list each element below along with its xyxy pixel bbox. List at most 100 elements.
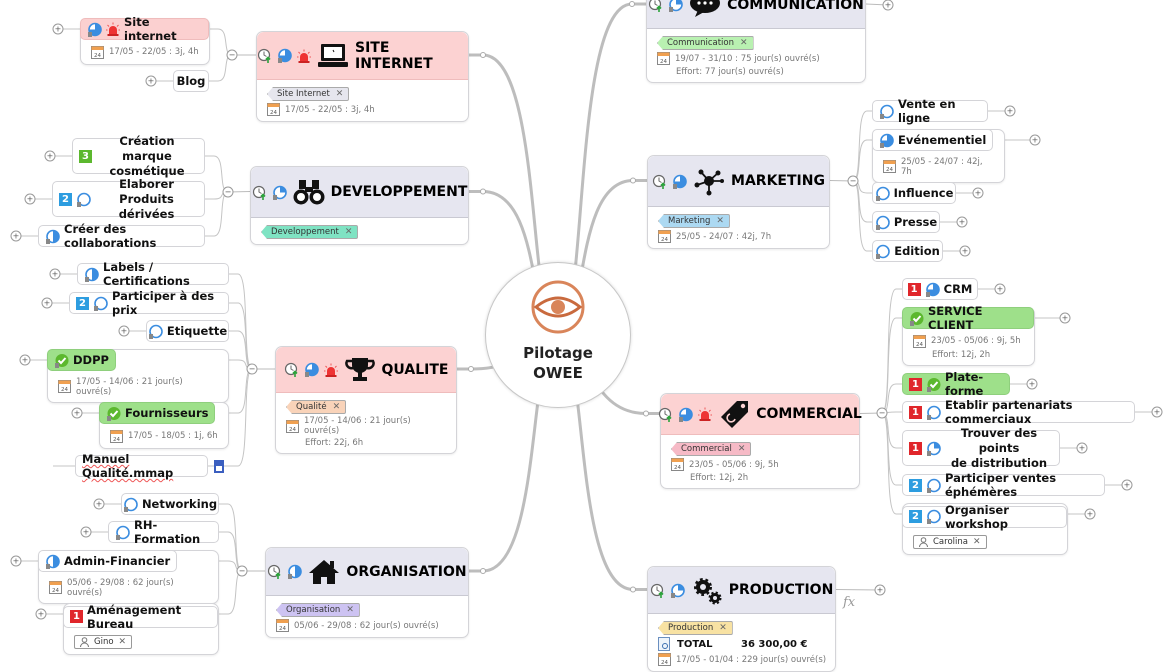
- subtopic-manuel[interactable]: Manuel Qualité.mmap: [75, 452, 224, 480]
- remove-tag-icon[interactable]: ✕: [332, 402, 341, 412]
- collapse-button[interactable]: −: [246, 363, 258, 375]
- topic-header[interactable]: Fournisseurs: [99, 402, 216, 424]
- expand-button[interactable]: +: [24, 193, 36, 205]
- resource-chip[interactable]: Carolina✕: [913, 534, 987, 549]
- subtopic-rh[interactable]: RH-Formation: [108, 518, 219, 546]
- resource-chip[interactable]: Gino✕: [74, 634, 133, 649]
- topic-header[interactable]: Edition: [872, 240, 943, 262]
- subtopic-infl[interactable]: Influence: [872, 182, 956, 204]
- expand-button[interactable]: +: [972, 187, 984, 199]
- category-tag[interactable]: Developpement✕: [261, 225, 359, 239]
- expand-button[interactable]: +: [956, 216, 968, 228]
- remove-tag-icon[interactable]: ✕: [740, 38, 748, 48]
- expand-button[interactable]: +: [882, 0, 894, 11]
- topic-header[interactable]: SITE INTERNET: [257, 32, 468, 80]
- expand-button[interactable]: +: [49, 268, 61, 280]
- remove-tag-icon[interactable]: ✕: [344, 227, 353, 237]
- topic-header[interactable]: RH-Formation: [108, 518, 219, 546]
- topic-header[interactable]: Site internet: [80, 15, 209, 43]
- central-topic[interactable]: Pilotage OWEE: [485, 262, 631, 408]
- subtopic-vente[interactable]: Vente en ligne: [872, 97, 988, 125]
- topic-header[interactable]: Labels / Certifications: [77, 260, 229, 288]
- remove-resource-icon[interactable]: ✕: [972, 536, 981, 547]
- remove-tag-icon[interactable]: ✕: [716, 216, 724, 226]
- topic-header[interactable]: Admin-Financier: [38, 550, 178, 572]
- topic-header[interactable]: COMMUNICATION: [647, 0, 865, 29]
- category-tag[interactable]: Qualité✕: [286, 400, 347, 414]
- expand-button[interactable]: +: [959, 245, 971, 257]
- topic-header[interactable]: DEVELOPPEMENT: [251, 167, 468, 218]
- expand-button[interactable]: +: [118, 325, 130, 337]
- topic-header[interactable]: Manuel Qualité.mmap: [75, 452, 208, 480]
- expand-button[interactable]: +: [1084, 508, 1096, 520]
- expand-button[interactable]: +: [874, 584, 886, 596]
- collapse-button[interactable]: −: [876, 407, 888, 419]
- topic-header[interactable]: ORGANISATION: [266, 548, 468, 596]
- topic-header[interactable]: Presse: [872, 211, 940, 233]
- expand-button[interactable]: +: [93, 498, 105, 510]
- expand-button[interactable]: +: [1076, 442, 1088, 454]
- topic-header[interactable]: PRODUCTION: [648, 567, 835, 614]
- category-tag[interactable]: Commercial✕: [671, 442, 752, 456]
- main-topic-dev[interactable]: DEVELOPPEMENT Developpement✕: [250, 166, 469, 245]
- collapse-button[interactable]: −: [226, 49, 238, 61]
- expand-button[interactable]: +: [1026, 378, 1038, 390]
- expand-button[interactable]: +: [44, 150, 56, 162]
- expand-button[interactable]: +: [41, 297, 53, 309]
- remove-tag-icon[interactable]: ✕: [335, 89, 344, 99]
- expand-button[interactable]: +: [994, 283, 1006, 295]
- subtopic-edition[interactable]: Edition: [872, 240, 943, 262]
- subtopic-collab[interactable]: Créer des collaborations: [38, 222, 205, 250]
- topic-header[interactable]: Blog: [173, 70, 209, 92]
- subtopic-network[interactable]: Networking: [121, 493, 219, 515]
- topic-header[interactable]: Vente en ligne: [872, 97, 988, 125]
- expand-button[interactable]: +: [145, 75, 157, 87]
- topic-header[interactable]: Influence: [872, 182, 956, 204]
- category-tag[interactable]: Production✕: [658, 621, 733, 635]
- topic-header[interactable]: Networking: [121, 493, 219, 515]
- expand-button[interactable]: +: [80, 526, 92, 538]
- topic-header[interactable]: QUALITE: [276, 347, 456, 393]
- topic-header[interactable]: Etiquette: [146, 320, 229, 342]
- expand-button[interactable]: +: [10, 230, 22, 242]
- subtopic-blog[interactable]: Blog: [173, 70, 209, 92]
- remove-tag-icon[interactable]: ✕: [346, 605, 354, 615]
- expand-button[interactable]: +: [1121, 479, 1133, 491]
- expand-button[interactable]: +: [10, 555, 22, 567]
- formula-marker[interactable]: fx: [843, 595, 856, 610]
- expand-button[interactable]: +: [1029, 134, 1041, 146]
- topic-header[interactable]: COMMERCIAL: [659, 394, 862, 435]
- subtopic-labels[interactable]: Labels / Certifications: [77, 260, 229, 288]
- collapse-button[interactable]: −: [236, 565, 248, 577]
- expand-button[interactable]: +: [1151, 406, 1163, 418]
- expand-button[interactable]: +: [35, 608, 47, 620]
- expand-button[interactable]: +: [19, 354, 31, 366]
- expand-button[interactable]: +: [71, 407, 83, 419]
- remove-tag-icon[interactable]: ✕: [737, 444, 746, 454]
